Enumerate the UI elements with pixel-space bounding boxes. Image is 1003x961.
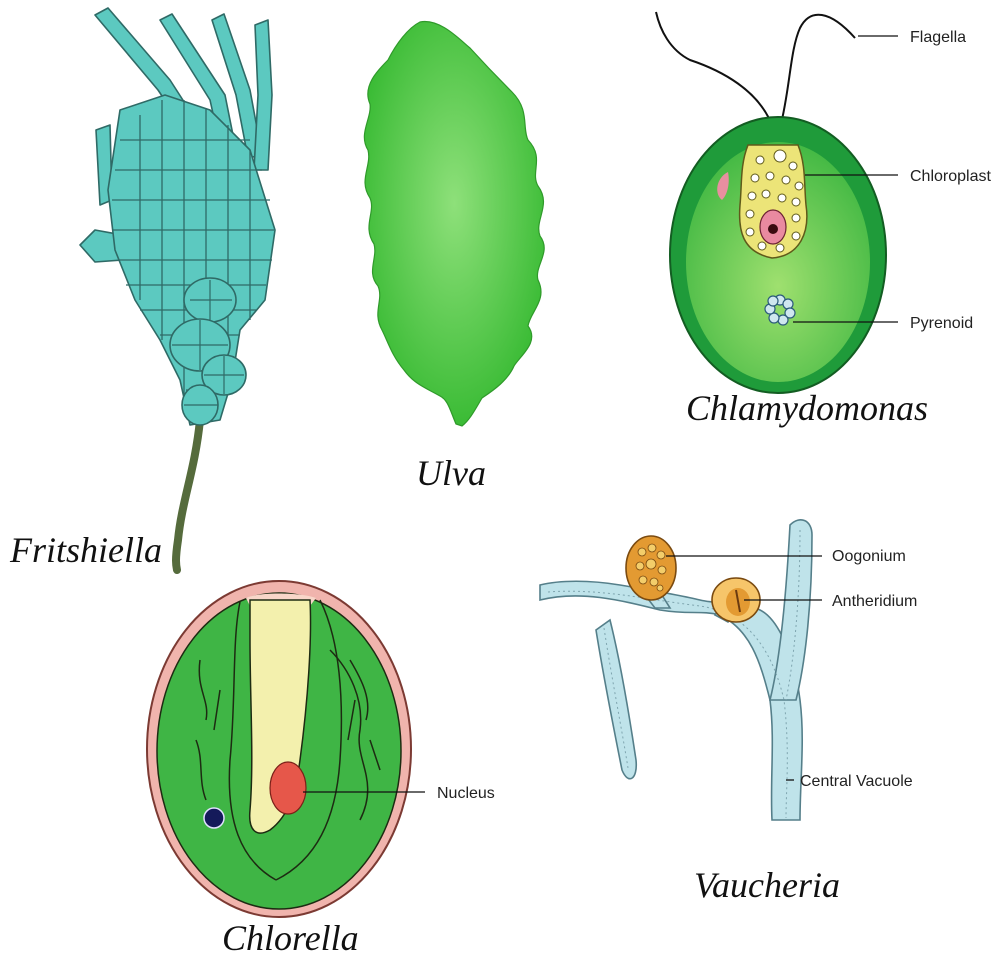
label-pyrenoid: Pyrenoid — [910, 315, 973, 332]
label-nucleus: Nucleus — [437, 785, 495, 802]
fritshiella-name: Fritshiella — [9, 530, 162, 570]
vaucheria-name: Vaucheria — [694, 865, 840, 905]
fritshiella-figure — [80, 8, 275, 570]
ulva-name: Ulva — [416, 453, 486, 493]
chlorella-figure — [147, 581, 411, 917]
chlamydomonas-name: Chlamydomonas — [686, 388, 928, 428]
label-antheridium: Antheridium — [832, 593, 917, 610]
label-central-vacuole: Central Vacuole — [800, 773, 913, 790]
ulva-figure — [364, 22, 544, 426]
vaucheria-figure — [540, 520, 812, 820]
label-flagella: Flagella — [910, 29, 966, 46]
label-chloroplast: Chloroplast — [910, 168, 991, 185]
chlorella-name: Chlorella — [222, 918, 359, 958]
chlamydomonas-figure — [656, 12, 886, 393]
label-oogonium: Oogonium — [832, 548, 906, 565]
